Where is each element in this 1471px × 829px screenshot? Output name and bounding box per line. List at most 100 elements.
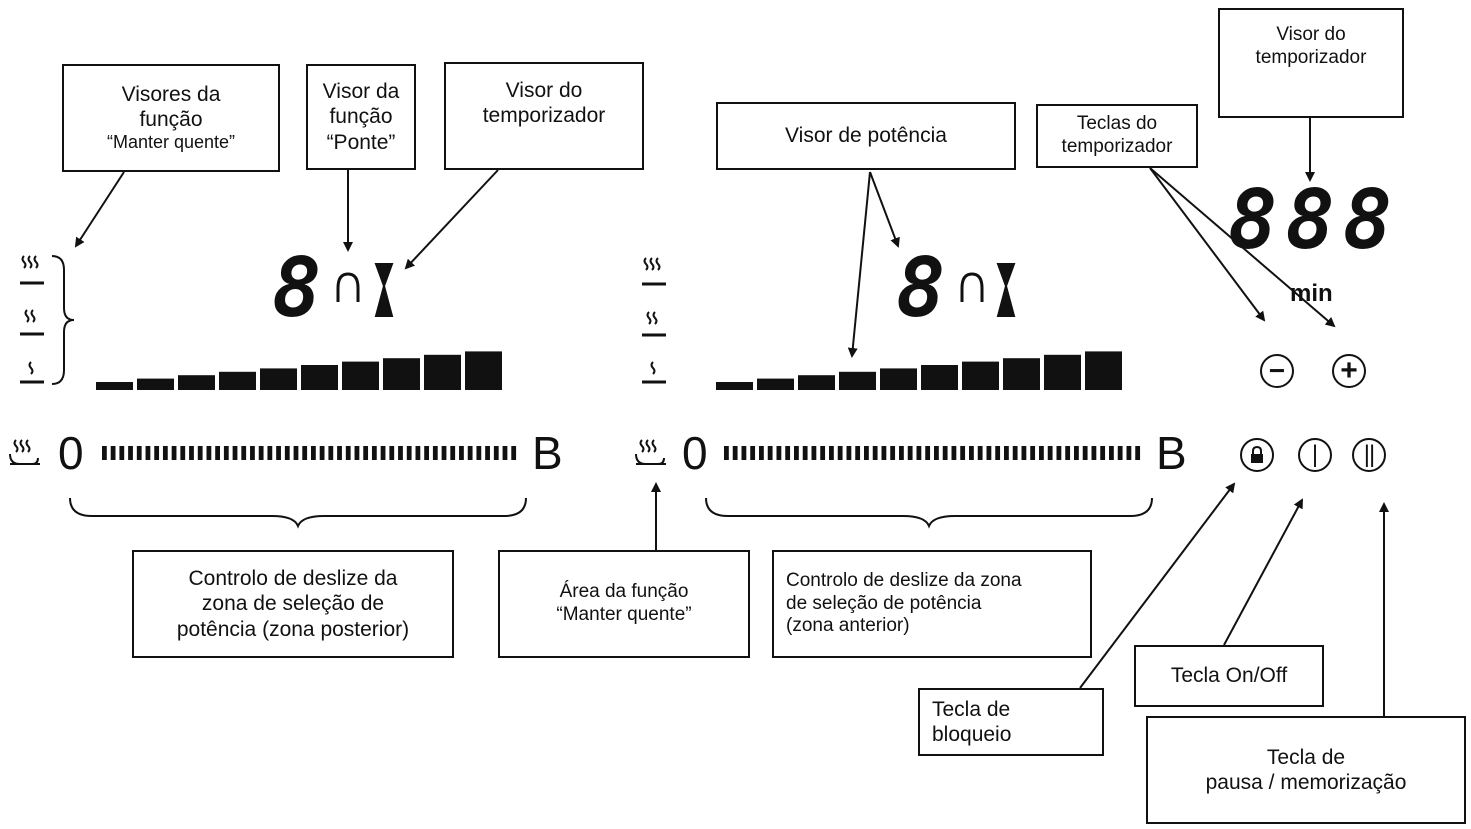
slider-segment[interactable] [907,446,913,460]
slider-segment[interactable] [276,446,281,460]
slider-segment[interactable] [855,446,861,460]
slider-segment[interactable] [864,446,869,460]
slider-segment[interactable] [154,446,160,460]
slider-segment[interactable] [942,446,948,460]
pause-button[interactable]: || [1352,438,1386,472]
slider-segment[interactable] [363,446,369,460]
slider-segment[interactable] [293,446,299,460]
slider-segment[interactable] [732,446,738,460]
slider-segment[interactable] [872,446,878,460]
slider-segment[interactable] [232,446,238,460]
slider-segment[interactable] [371,446,377,460]
slider-segment[interactable] [1082,446,1088,460]
slider-segment[interactable] [250,446,255,460]
slider-segment[interactable] [197,446,203,460]
slider-segment[interactable] [724,446,729,460]
slider-segment[interactable] [916,446,922,460]
slider-segment[interactable] [424,446,429,460]
slider-segment[interactable] [267,446,273,460]
slider-segment[interactable] [415,446,421,460]
slider-segment[interactable] [1109,446,1114,460]
slider-segment[interactable] [1056,446,1062,460]
slider-segment[interactable] [162,446,168,460]
power-slider-front[interactable] [724,446,1141,460]
slider-segment[interactable] [1004,446,1009,460]
slider-segment[interactable] [102,446,107,460]
slider-segment[interactable] [1135,446,1141,460]
slider-segment[interactable] [302,446,308,460]
power-slider-rear[interactable] [102,446,517,460]
slider-segment[interactable] [1047,446,1053,460]
slider-segment[interactable] [180,446,186,460]
slider-segment[interactable] [794,446,799,460]
slider-segment[interactable] [337,446,342,460]
slider-segment[interactable] [459,446,464,460]
slider-segment[interactable] [986,446,992,460]
keep-warm-icon[interactable] [9,439,40,465]
slider-segment[interactable] [1100,446,1106,460]
slider-segment[interactable] [389,446,395,460]
slider-segment[interactable] [846,446,852,460]
slider-segment[interactable] [1030,446,1036,460]
slider-segment[interactable] [811,446,817,460]
slider-segment[interactable] [223,446,229,460]
slider-segment[interactable] [776,446,782,460]
slider-segment[interactable] [759,446,764,460]
slider-segment[interactable] [925,446,931,460]
slider-segment[interactable] [119,446,125,460]
slider-segment[interactable] [215,446,220,460]
slider-segment[interactable] [241,446,247,460]
slider-segment[interactable] [741,446,747,460]
timer-minus-button[interactable]: − [1260,354,1294,388]
slider-segment[interactable] [1039,446,1044,460]
slider-segment[interactable] [951,446,957,460]
slider-segment[interactable] [110,446,116,460]
slider-segment[interactable] [1074,446,1079,460]
slider-segment[interactable] [1012,446,1018,460]
slider-segment[interactable] [1021,446,1027,460]
slider-segment[interactable] [311,446,316,460]
slider-segment[interactable] [284,446,290,460]
slider-segment[interactable] [995,446,1001,460]
slider-segment[interactable] [171,446,177,460]
slider-segment[interactable] [432,446,438,460]
on-off-button[interactable]: | [1298,438,1332,472]
slider-segment[interactable] [502,446,508,460]
slider-segment[interactable] [969,446,974,460]
slider-segment[interactable] [406,446,412,460]
slider-segment[interactable] [476,446,482,460]
slider-segment[interactable] [467,446,473,460]
slider-segment[interactable] [767,446,773,460]
slider-segment[interactable] [1117,446,1123,460]
slider-segment[interactable] [511,446,517,460]
slider-segment[interactable] [960,446,966,460]
slider-segment[interactable] [899,446,904,460]
slider-segment[interactable] [750,446,756,460]
slider-segment[interactable] [354,446,360,460]
slider-segment[interactable] [1126,446,1132,460]
slider-segment[interactable] [829,446,834,460]
keep-warm-icon[interactable] [635,439,666,465]
slider-segment[interactable] [881,446,887,460]
slider-segment[interactable] [319,446,325,460]
slider-segment[interactable] [485,446,490,460]
slider-segment[interactable] [441,446,447,460]
slider-segment[interactable] [328,446,334,460]
slider-segment[interactable] [1091,446,1097,460]
slider-segment[interactable] [128,446,133,460]
slider-segment[interactable] [398,446,403,460]
slider-segment[interactable] [837,446,843,460]
timer-plus-button[interactable]: + [1332,354,1366,388]
slider-segment[interactable] [785,446,791,460]
slider-segment[interactable] [258,446,264,460]
slider-segment[interactable] [345,446,351,460]
slider-segment[interactable] [145,446,151,460]
slider-segment[interactable] [802,446,808,460]
slider-segment[interactable] [136,446,142,460]
slider-segment[interactable] [977,446,983,460]
slider-segment[interactable] [1065,446,1071,460]
slider-segment[interactable] [380,446,386,460]
slider-segment[interactable] [206,446,212,460]
lock-button[interactable] [1240,438,1274,472]
slider-segment[interactable] [493,446,499,460]
